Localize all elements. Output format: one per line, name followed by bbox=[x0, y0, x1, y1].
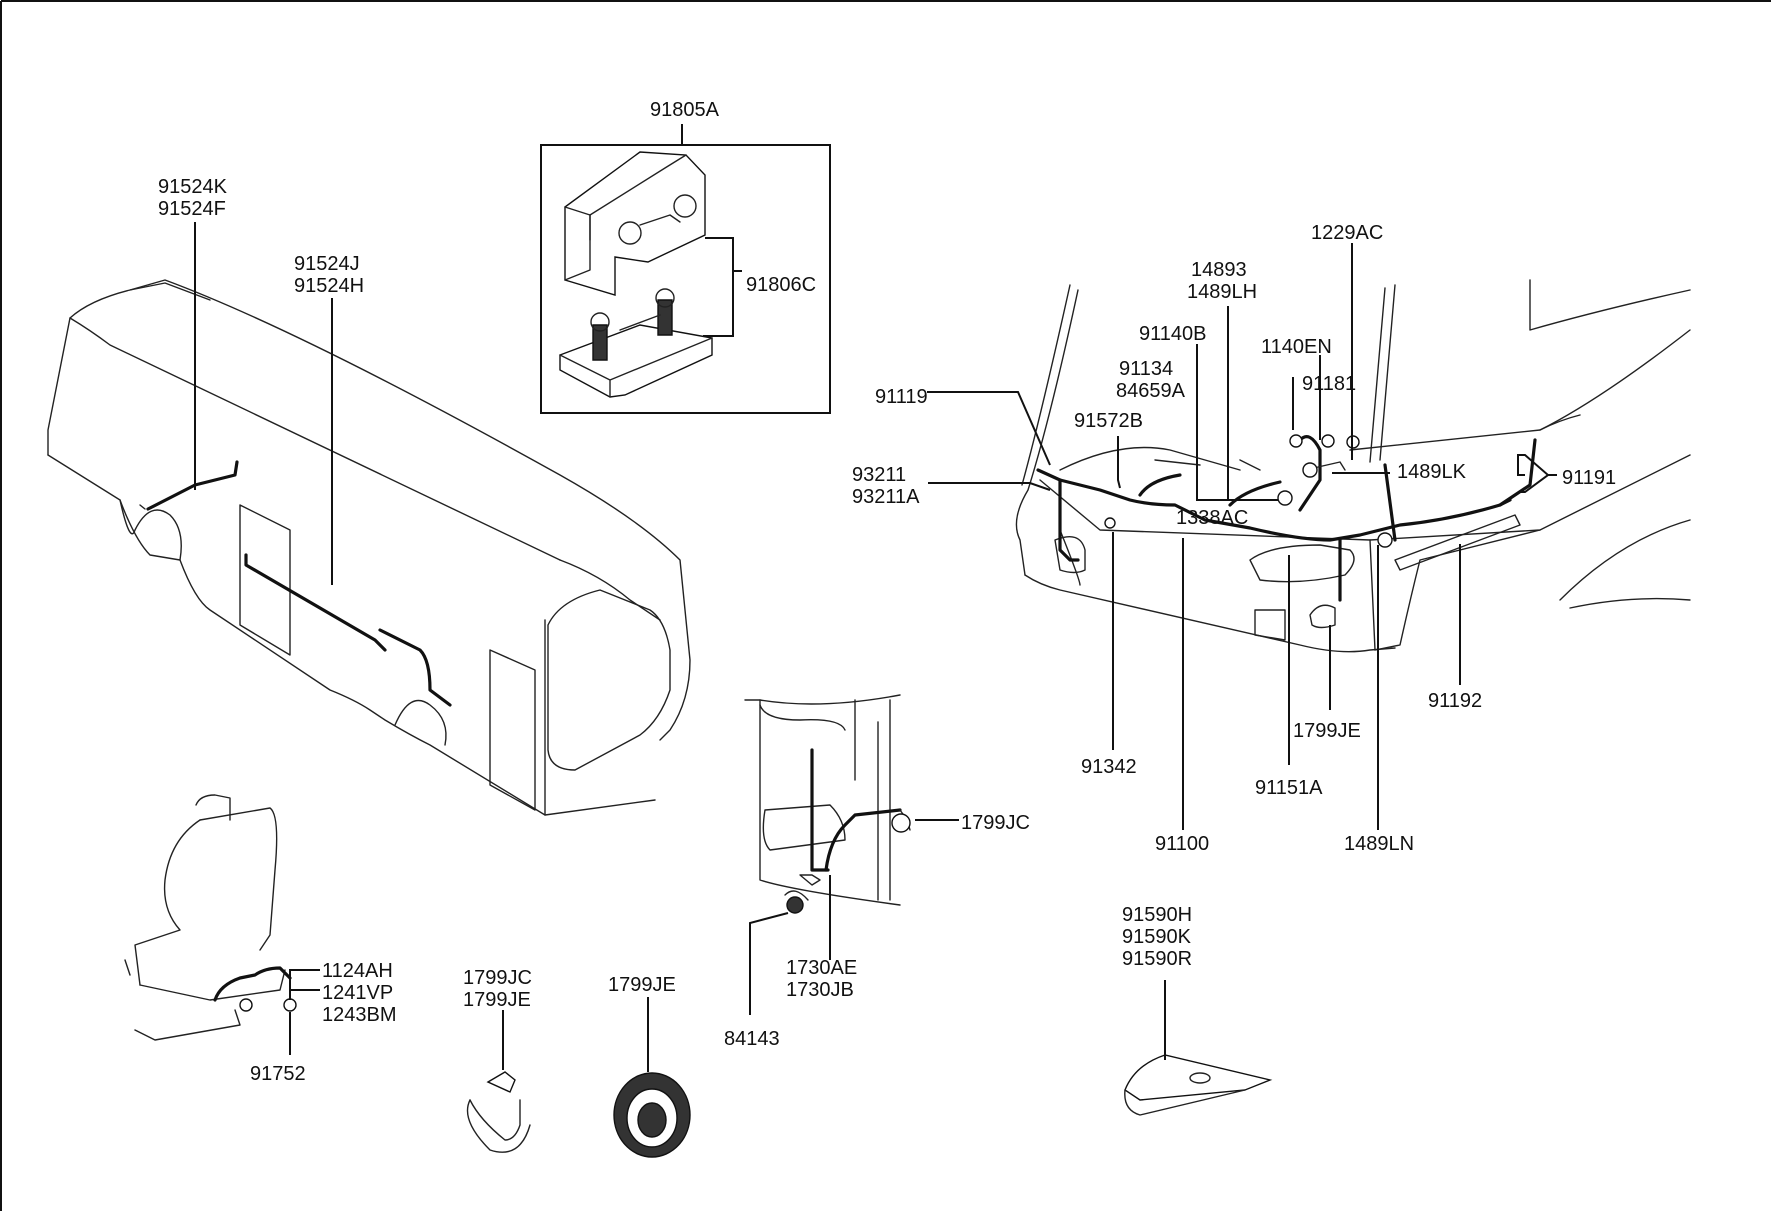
grommet-illustration bbox=[613, 1072, 691, 1158]
part-label-91524H: 91524H bbox=[294, 275, 364, 297]
part-label-1489LK: 1489LK bbox=[1397, 461, 1467, 483]
leader-lines bbox=[194, 124, 1557, 1072]
part-label-1799JE-clamp: 1799JE bbox=[463, 989, 531, 1011]
clip-illustration bbox=[1124, 1054, 1273, 1116]
part-label-91342: 91342 bbox=[1081, 756, 1137, 778]
part-label-1243BM: 1243BM bbox=[322, 1004, 397, 1026]
part-label-91805A: 91805A bbox=[650, 99, 720, 121]
part-label-14893: 14893 bbox=[1191, 259, 1247, 281]
part-label-91140B: 91140B bbox=[1139, 323, 1206, 345]
part-label-91151A: 91151A bbox=[1255, 777, 1323, 799]
part-label-1229AC: 1229AC bbox=[1311, 222, 1383, 244]
part-label-91192: 91192 bbox=[1428, 690, 1482, 712]
part-label-93211A: 93211A bbox=[852, 486, 920, 508]
part-label-91134: 91134 bbox=[1119, 358, 1173, 380]
part-labels: 91805A 91806C 91524K 91524F 91524J 91524… bbox=[158, 99, 1616, 1085]
part-label-1338AC: 1338AC bbox=[1176, 507, 1248, 529]
part-label-1799JE-grommet: 1799JE bbox=[608, 974, 676, 996]
part-label-93211: 93211 bbox=[852, 464, 906, 486]
part-label-91119: 91119 bbox=[875, 386, 928, 408]
part-label-1799JC-clamp: 1799JC bbox=[463, 967, 532, 989]
part-label-91752: 91752 bbox=[250, 1063, 306, 1085]
part-label-1799JE: 1799JE bbox=[1293, 720, 1361, 742]
van-front-illustration bbox=[1015, 279, 1691, 653]
part-label-91100: 91100 bbox=[1155, 833, 1209, 855]
part-label-91572B: 91572B bbox=[1074, 410, 1143, 432]
part-label-84143: 84143 bbox=[724, 1028, 780, 1050]
part-label-91524K: 91524K bbox=[158, 176, 228, 198]
door-panel-illustration bbox=[744, 694, 911, 914]
part-label-91590H: 91590H bbox=[1122, 904, 1192, 926]
part-label-91181: 91181 bbox=[1302, 373, 1356, 395]
part-label-1489LH: 1489LH bbox=[1187, 281, 1257, 303]
part-label-91524F: 91524F bbox=[158, 198, 226, 220]
part-label-1799JC: 1799JC bbox=[961, 812, 1030, 834]
part-label-91590R: 91590R bbox=[1122, 948, 1192, 970]
part-label-84659A: 84659A bbox=[1116, 380, 1186, 402]
part-label-91590K: 91590K bbox=[1122, 926, 1192, 948]
part-label-1124AH: 1124AH bbox=[322, 960, 393, 982]
fuse-box-frame bbox=[540, 144, 831, 414]
seat-illustration bbox=[124, 794, 297, 1041]
fuse-box-illustration bbox=[559, 151, 713, 398]
part-label-1730JB: 1730JB bbox=[786, 979, 854, 1001]
part-label-1241VP: 1241VP bbox=[322, 982, 393, 1004]
part-label-1730AE: 1730AE bbox=[786, 957, 857, 979]
part-label-91806C: 91806C bbox=[746, 274, 816, 296]
cable-tie-illustration bbox=[466, 1071, 531, 1153]
part-label-1140EN: 1140EN bbox=[1261, 336, 1332, 358]
part-label-1489LN: 1489LN bbox=[1344, 833, 1414, 855]
part-label-91191: 91191 bbox=[1562, 467, 1616, 489]
part-label-91524J: 91524J bbox=[294, 253, 360, 275]
van-body-illustration bbox=[47, 279, 691, 816]
